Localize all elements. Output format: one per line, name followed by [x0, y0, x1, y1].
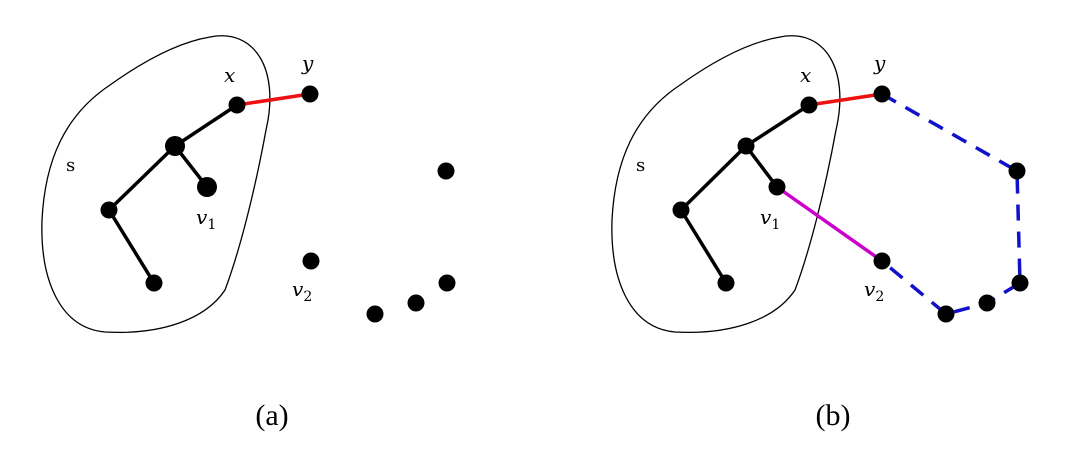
- node-y-a: [301, 85, 319, 103]
- label-v2-b: v2: [864, 277, 884, 305]
- node-a: [165, 136, 185, 156]
- set-region-b: [611, 35, 841, 334]
- node-a: [366, 305, 384, 323]
- label-y-a: y: [301, 51, 314, 75]
- tree-edge-a: [107, 144, 177, 212]
- panel-b: x y s v1 v2 (b): [611, 35, 1029, 432]
- node-b: [737, 137, 755, 155]
- node-y-b: [873, 85, 891, 103]
- label-v1-a: v1: [196, 205, 216, 233]
- label-s-b: s: [636, 155, 645, 176]
- node-b: [978, 294, 996, 312]
- node-b: [937, 305, 955, 323]
- tree-edge-b: [744, 103, 811, 148]
- label-s-a: s: [66, 155, 75, 176]
- caption-b: (b): [816, 399, 851, 432]
- node-a: [438, 274, 456, 292]
- label-x-a: x: [224, 63, 235, 87]
- node-b: [1011, 274, 1029, 292]
- edge-x-y-b: [807, 92, 884, 107]
- node-x-b: [800, 96, 818, 114]
- caption-a: (a): [255, 399, 288, 432]
- node-a: [407, 294, 425, 312]
- node-v1-b: [768, 178, 786, 196]
- tree-edge-a: [173, 103, 239, 148]
- tree-edge-a: [107, 208, 156, 285]
- node-a: [145, 274, 163, 292]
- node-v2-a: [302, 252, 320, 270]
- node-b: [672, 201, 690, 219]
- edge-x-y-a: [235, 92, 312, 107]
- node-v2-b: [873, 252, 891, 270]
- label-y-b: y: [873, 51, 886, 75]
- node-v1-a: [197, 177, 217, 197]
- dashed-path-b: [880, 92, 1022, 316]
- node-a: [437, 162, 455, 180]
- node-x-a: [228, 96, 246, 114]
- panel-a: x y s v1 v2 (a): [41, 35, 456, 432]
- label-x-b: x: [800, 63, 811, 87]
- tree-edge-b: [679, 208, 728, 285]
- node-b: [717, 274, 735, 292]
- node-b: [1008, 162, 1026, 180]
- node-a: [100, 201, 118, 219]
- edge-v1-v2-b: [775, 185, 884, 263]
- label-v1-b: v1: [760, 205, 780, 233]
- tree-edge-b: [679, 144, 748, 212]
- tree-edge-b: [744, 144, 779, 189]
- set-region-a: [41, 35, 271, 334]
- label-v2-a: v2: [292, 277, 312, 305]
